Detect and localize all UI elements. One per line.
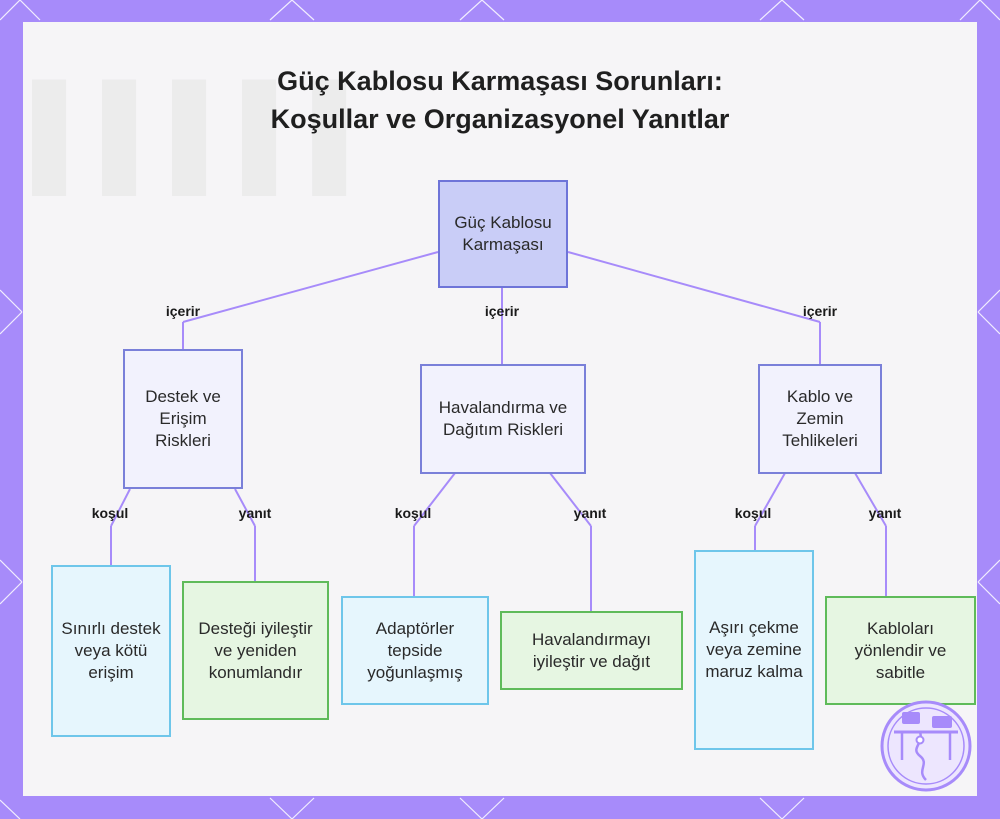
node-response-route-secure-cables: Kabloları yönlendir ve sabitle: [825, 596, 976, 705]
edge-label-response-support: yanıt: [238, 505, 272, 521]
edge-label-condition-ventilation: koşul: [394, 505, 432, 521]
edge-label-contains-support: içerir: [165, 303, 201, 319]
link-vent-response: [549, 472, 592, 527]
link-vent-condition: [413, 472, 456, 527]
diagram-title-line-1: Güç Kablosu Karmaşası Sorunları:: [277, 66, 723, 96]
node-ventilation-distribution-risks: Havalandırma ve Dağıtım Riskleri: [420, 364, 586, 474]
diagram-title-line-2: Koşullar ve Organizasyonel Yanıtlar: [270, 104, 730, 134]
node-response-improve-ventilation: Havalandırmayı iyileştir ve dağıt: [500, 611, 683, 690]
link-support-condition: [110, 488, 131, 527]
link-cable-response: [854, 472, 887, 527]
node-condition-adapters-concentrated: Adaptörler tepside yoğunlaşmış: [341, 596, 489, 705]
node-condition-limited-support: Sınırlı destek veya kötü erişim: [51, 565, 171, 737]
node-condition-excess-pull: Aşırı çekme veya zemine maruz kalma: [694, 550, 814, 750]
link-support-response: [234, 488, 256, 527]
node-response-improve-support: Desteği iyileştir ve yeniden konumlandır: [182, 581, 329, 720]
edge-label-condition-support: koşul: [91, 505, 129, 521]
edge-label-response-cable: yanıt: [868, 505, 902, 521]
desk-cable-logo-icon: [880, 700, 972, 792]
edge-label-contains-ventilation: içerir: [484, 303, 520, 319]
node-cable-floor-hazards: Kablo ve Zemin Tehlikeleri: [758, 364, 882, 474]
edge-label-condition-cable: koşul: [734, 505, 772, 521]
link-root-support: [182, 251, 439, 323]
link-cable-condition: [754, 472, 786, 527]
edge-label-contains-cable: içerir: [802, 303, 838, 319]
link-root-cable: [567, 251, 821, 323]
node-support-access-risks: Destek ve Erişim Riskleri: [123, 349, 243, 489]
edge-label-response-ventilation: yanıt: [573, 505, 607, 521]
node-root-power-cable-clutter: Güç Kablosu Karmaşası: [438, 180, 568, 288]
